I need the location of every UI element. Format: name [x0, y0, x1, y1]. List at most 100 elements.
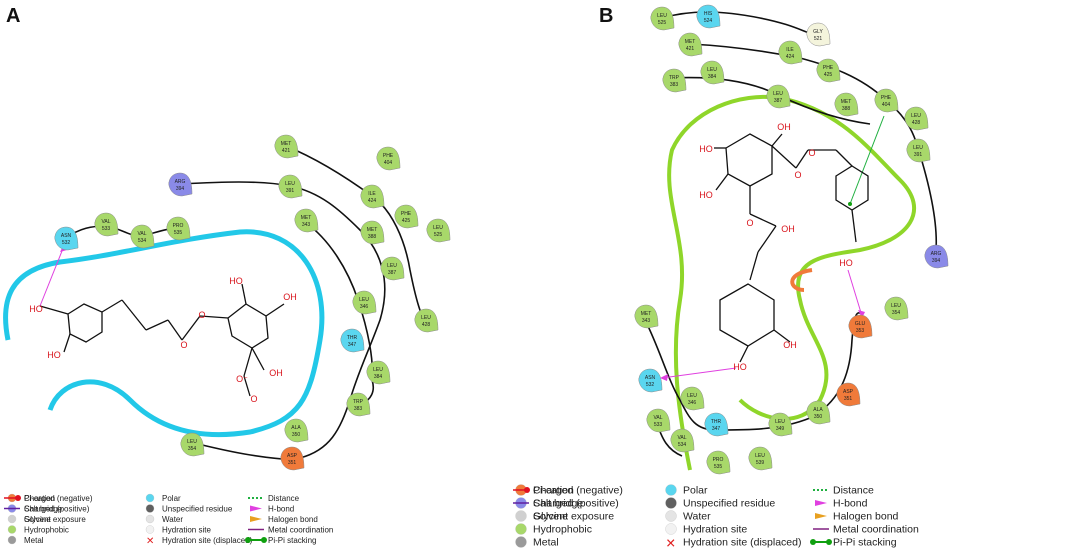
residue-shape	[874, 88, 899, 113]
residue-number: 535	[174, 230, 183, 236]
residue-shape	[360, 184, 385, 209]
residue-shape	[166, 216, 191, 241]
residue-number: 383	[670, 82, 679, 88]
legend-swatch	[145, 525, 155, 534]
residue-name: THR	[711, 419, 722, 425]
panel-a-label: A	[6, 5, 20, 27]
residue-shape	[778, 40, 803, 65]
residue-number: 351	[844, 396, 853, 402]
residue-shape	[340, 328, 365, 353]
legend-item: Halogen bond	[815, 511, 899, 523]
legend-label: Pi-Pi stacking	[833, 537, 897, 548]
legend-swatch	[145, 504, 155, 513]
legend-label: Metal coordination	[268, 525, 333, 534]
residue-number: 525	[658, 20, 667, 26]
panel-b-label: B	[599, 5, 613, 27]
legend-label: Distance	[268, 494, 300, 503]
residue-name: ALA	[291, 425, 301, 431]
legend-item: H-bond	[250, 504, 294, 513]
legend-label: Metal coordination	[833, 524, 919, 536]
legend-large: Charged (negative)Charged (positive)Glyc…	[513, 484, 919, 548]
residue-name: ASN	[61, 233, 72, 239]
residue-number: 384	[708, 74, 717, 80]
residue-name: GLY	[813, 29, 823, 35]
residue-number: 532	[646, 382, 655, 388]
legend-item: Metal	[515, 536, 559, 548]
residue-name: LEU	[421, 315, 431, 321]
solvent-swatch	[8, 515, 16, 523]
atom-label: HO	[839, 258, 853, 268]
residue-shape	[924, 244, 949, 269]
legend-item: Salt bridge	[4, 504, 63, 513]
residue-name: LEU	[891, 303, 901, 309]
residue-name: ILE	[368, 191, 376, 197]
arrow-swatch	[815, 500, 827, 506]
residue-name: THR	[347, 335, 358, 341]
residue-number: 539	[756, 460, 765, 466]
residue-shape	[806, 22, 831, 47]
residue-shape	[394, 204, 419, 229]
legend-swatch	[515, 536, 527, 548]
residue-number: 425	[824, 72, 833, 78]
arrow-swatch	[250, 505, 262, 512]
legend-swatch	[7, 525, 17, 534]
legend-item: Distance	[813, 485, 874, 497]
residue-number: 394	[932, 258, 941, 264]
residue-number: 532	[62, 240, 71, 246]
residue-name: TRP	[353, 399, 364, 405]
residue-number: 353	[856, 328, 865, 334]
pi-pi-stacking-line	[849, 115, 885, 205]
atom-label: HO	[733, 362, 747, 372]
legend-item: Salt bridge	[513, 498, 583, 510]
residue-name: HIS	[704, 11, 713, 17]
residue-number: 391	[286, 188, 295, 194]
residue-name: LEU	[773, 91, 783, 97]
arrow-swatch	[815, 513, 827, 519]
residue-number: 343	[642, 318, 651, 324]
residue-name: PHE	[401, 211, 412, 217]
legend-item: Pi-cation	[4, 494, 55, 503]
residue-number: 343	[302, 222, 311, 228]
residue-number: 384	[374, 374, 383, 380]
legend-small: Charged (negative)Charged (positive)Glyc…	[4, 494, 333, 547]
residue-shape	[380, 256, 405, 281]
pi-pi-dot	[810, 539, 816, 545]
residue-shape	[638, 368, 663, 393]
legend-item: Solvent exposure	[8, 515, 86, 524]
legend-label: H-bond	[833, 498, 868, 510]
legend-label: Hydration site	[683, 524, 747, 536]
residue-name: ALA	[813, 407, 823, 413]
legend-label: H-bond	[268, 504, 294, 513]
residue-number: 350	[292, 432, 301, 438]
residue-name: ILE	[786, 47, 794, 53]
residue-name: ASP	[843, 389, 854, 395]
pocket-outline-charged	[790, 268, 813, 292]
legend-label: Solvent exposure	[24, 515, 86, 524]
legend-label: Pi-Pi stacking	[268, 536, 316, 545]
residue-name: LEU	[755, 453, 765, 459]
residue-shape	[168, 172, 193, 197]
residue-name: VAL	[653, 415, 662, 421]
